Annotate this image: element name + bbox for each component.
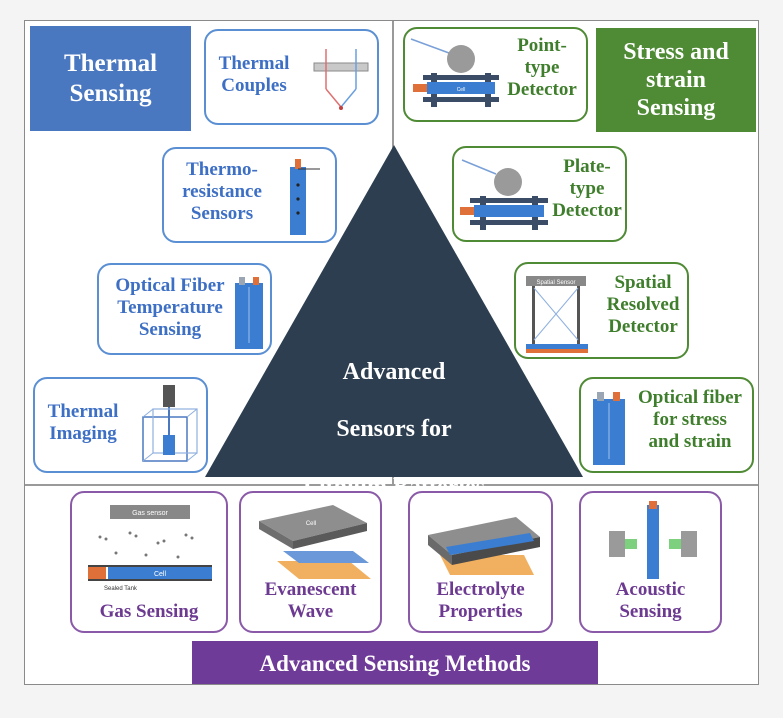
plate-detector-icon (460, 159, 548, 230)
methods-header-text: Advanced Sensing Methods (259, 650, 531, 676)
gas-sensor-icon: Gas sensor Cell Sealed Tank (88, 505, 212, 592)
thermal-sensing-header: Thermal Sensing (30, 26, 191, 131)
center-line-2: Sensors for (336, 416, 452, 443)
plate-type-detector-label: Plate- type Detector (552, 156, 622, 222)
spatial-sensor-text: Spatial Sensor (536, 280, 575, 286)
thermal-header-line-2: Sensing (69, 79, 152, 107)
electrolyte-properties-label: Electrolyte Properties (436, 579, 525, 623)
acoustic-sensing-card: Acoustic Sensing (579, 491, 722, 633)
fiber-stress-icon (593, 392, 625, 465)
optical-fiber-temperature-card: Optical Fiber Temperature Sensing (97, 263, 272, 355)
central-triangle (205, 145, 583, 477)
point-type-detector-label: Point- type Detector (507, 35, 577, 101)
sealed-tank-text: Sealed Tank (104, 586, 138, 592)
thermoresistance-card: Thermo- resistance Sensors (162, 147, 337, 243)
acoustic-sensing-label: Acoustic Sensing (615, 579, 686, 623)
point-type-detector-card: Cell Point- type Detector (403, 27, 588, 122)
plate-type-detector-card: Plate- type Detector (452, 146, 627, 242)
thermoresistor-icon (290, 159, 320, 235)
thermal-camera-icon (142, 385, 198, 462)
thermoresistance-label: Thermo- resistance Sensors (182, 159, 262, 225)
electrolyte-properties-card: Electrolyte Properties (408, 491, 553, 633)
evanescent-cell-text: Cell (306, 521, 316, 527)
cell-label: Cell (457, 87, 466, 93)
spatial-resolved-detector-label: Spatial Resolved Detector (606, 272, 680, 338)
point-detector-icon: Cell (410, 38, 499, 107)
thermal-header-line-1: Thermal (63, 50, 158, 77)
advanced-sensing-methods-header: Advanced Sensing Methods (192, 641, 598, 684)
gas-cell-text: Cell (154, 571, 167, 578)
optical-fiber-temperature-label: Optical Fiber Temperature Sensing (115, 275, 225, 341)
thermal-imaging-label: Thermal Imaging (47, 401, 119, 445)
stress-strain-header: Stress and strain Sensing (596, 28, 756, 132)
center-line-1: Advanced (342, 358, 446, 385)
thermal-imaging-card: Thermal Imaging (33, 377, 208, 473)
fiber-temperature-icon (235, 277, 263, 349)
stress-header-line-3: Sensing (636, 95, 716, 122)
acoustic-icon (609, 501, 697, 579)
gas-sensing-label: Gas Sensing (99, 601, 199, 622)
horizontal-divider (25, 484, 758, 486)
stress-header-line-1: Stress and (623, 38, 729, 65)
stress-header-line-2: strain (646, 66, 706, 93)
spatial-resolved-detector-card: Spatial Sensor Spatial Resolved Detector (514, 262, 689, 359)
spatial-detector-icon: Spatial Sensor (526, 276, 588, 353)
evanescent-wave-card: Cell Evanescent Wave (239, 491, 382, 633)
gas-sensor-text: Gas sensor (132, 510, 168, 517)
thermal-couples-label: Thermal Couples (218, 53, 290, 97)
thermal-couples-card: Thermal Couples (204, 29, 379, 125)
diagram-frame: Advanced Sensors for Lithium Batteries T… (24, 20, 759, 685)
electrolyte-icon (428, 517, 540, 575)
gas-sensing-card: Gas sensor Cell Sealed Tank Gas Sensing (70, 491, 228, 633)
evanescent-icon: Cell (259, 505, 371, 579)
thermocouple-icon (313, 49, 369, 110)
evanescent-wave-label: Evanescent Wave (264, 579, 357, 623)
optical-fiber-stress-label: Optical fiber for stress and strain (638, 387, 742, 453)
optical-fiber-stress-card: Optical fiber for stress and strain (579, 377, 754, 473)
